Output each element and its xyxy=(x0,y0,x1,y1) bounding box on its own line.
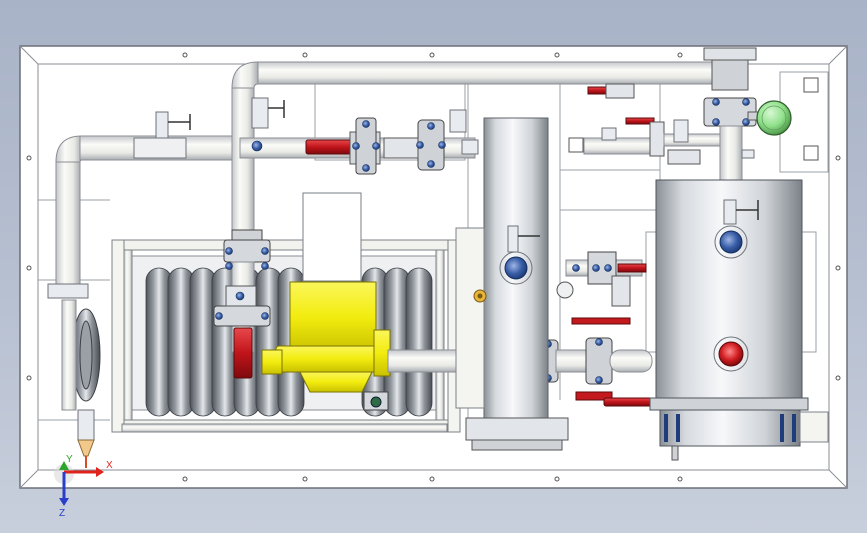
axis-z-label: Z xyxy=(59,508,65,519)
circulation-pump xyxy=(261,192,391,411)
top-header-pipe xyxy=(231,61,745,249)
axis-y-label: Y xyxy=(66,454,73,465)
storage-tank xyxy=(649,179,829,461)
makeup-valve-train xyxy=(556,251,647,325)
suction-riser xyxy=(213,229,271,379)
pressure-gauge-icon xyxy=(747,100,792,136)
supply-line xyxy=(133,97,479,175)
coil-heat-exchanger xyxy=(111,239,461,433)
separator-column xyxy=(455,117,569,451)
axis-x-label: X xyxy=(106,460,113,471)
upper-instrument-panel xyxy=(583,83,721,165)
left-return-pipe xyxy=(47,135,241,468)
coordinate-triad-icon: X Y Z xyxy=(54,454,113,519)
